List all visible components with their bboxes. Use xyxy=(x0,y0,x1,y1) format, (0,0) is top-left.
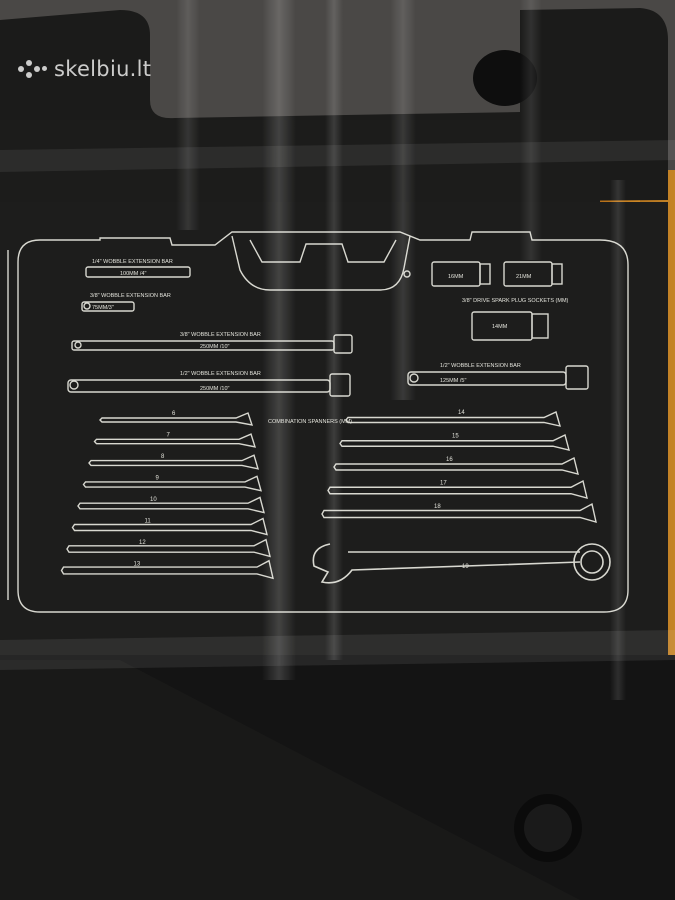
half-short-size: 125MM /5" xyxy=(440,378,466,384)
three-eighths-short-size: 75MM/3" xyxy=(92,305,114,311)
spanner-18-outline xyxy=(321,502,597,523)
spanner-19-label: 19 xyxy=(462,564,469,570)
spanner-7-outline xyxy=(93,433,257,448)
socket-size-3: 14MM xyxy=(492,324,508,330)
tray-labels: 1/4" WOBBLE EXTENSION BAR 100MM /4" 3/8"… xyxy=(90,259,569,425)
socket-size-1: 16MM xyxy=(448,274,464,280)
spanner-15-label: 15 xyxy=(452,434,459,440)
three-eighths-long-size: 250MM /10" xyxy=(200,344,230,350)
three-eighths-short-title: 3/8" WOBBLE EXTENSION BAR xyxy=(90,293,171,299)
spanner-14-label: 14 xyxy=(458,410,465,416)
spanner-9-outline xyxy=(82,475,262,492)
socket-size-2: 21MM xyxy=(516,274,532,280)
spanner-7-label: 7 xyxy=(167,433,171,439)
spanners-title: COMBINATION SPANNERS (MM) xyxy=(268,419,352,425)
spanner-8-label: 8 xyxy=(161,454,165,460)
watermark-text: skelbiu.lt xyxy=(54,57,152,81)
quarter-bar-size: 100MM /4" xyxy=(120,271,146,277)
spanner-10-outline xyxy=(77,496,265,514)
half-long-size: 250MM /10" xyxy=(200,386,230,392)
shrink-wrap-glare xyxy=(0,0,675,700)
spanner-13-label: 13 xyxy=(134,562,141,568)
spanner-17-label: 17 xyxy=(440,481,447,487)
spanner-size-labels: 6 7 8 9 10 11 12 13 14 15 16 17 18 19 xyxy=(134,410,470,570)
spanner-12-label: 12 xyxy=(139,540,146,546)
spanner-14-outline xyxy=(345,411,561,427)
spanner-18-label: 18 xyxy=(434,504,441,510)
spanner-6-outline xyxy=(99,412,254,426)
half-long-title: 1/2" WOBBLE EXTENSION BAR xyxy=(180,371,261,377)
skelbiu-watermark: skelbiu.lt xyxy=(18,56,151,82)
spanner-16-label: 16 xyxy=(446,457,453,463)
spanner-outlines-left xyxy=(60,412,274,580)
spark-sockets-title: 3/8" DRIVE SPARK PLUG SOCKETS (MM) xyxy=(462,298,569,304)
three-eighths-long-title: 3/8" WOBBLE EXTENSION BAR xyxy=(180,332,261,338)
spanner-8-outline xyxy=(88,454,260,470)
spanner-10-label: 10 xyxy=(150,497,157,503)
quarter-bar-title: 1/4" WOBBLE EXTENSION BAR xyxy=(92,259,173,265)
dots-logo-icon xyxy=(18,56,48,82)
half-short-title: 1/2" WOBBLE EXTENSION BAR xyxy=(440,363,521,369)
spanner-6-label: 6 xyxy=(172,411,176,417)
spanner-11-label: 11 xyxy=(145,519,152,525)
spanner-9-label: 9 xyxy=(156,476,160,482)
spanner-11-outline xyxy=(71,517,268,536)
